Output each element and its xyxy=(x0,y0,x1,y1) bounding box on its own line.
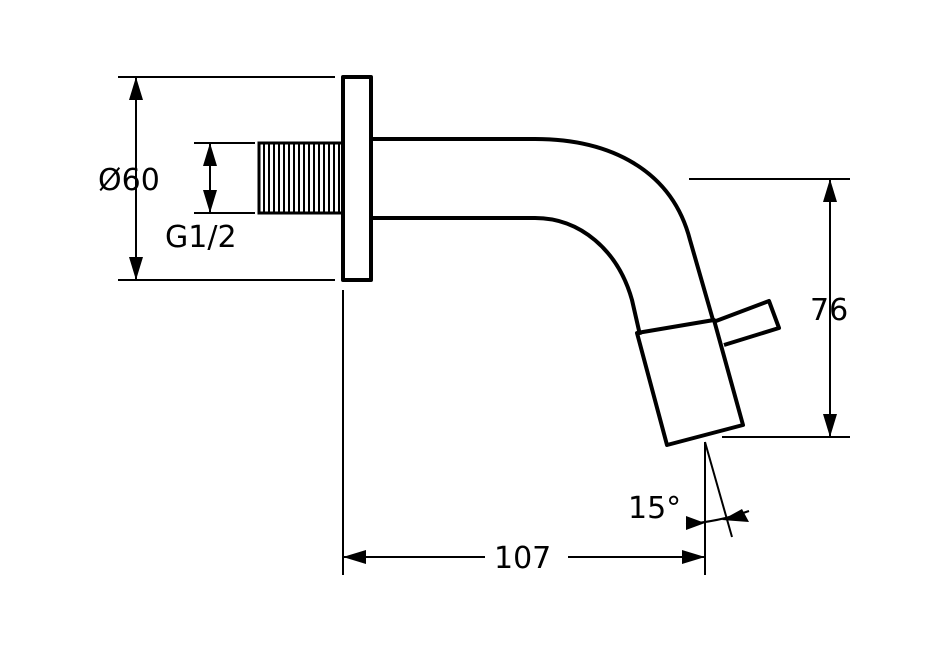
lever-handle xyxy=(715,299,781,347)
wall-flange xyxy=(341,75,373,282)
thread-dimension xyxy=(203,143,217,213)
angle-label: 15° xyxy=(628,491,681,526)
projection-dimension xyxy=(343,550,705,564)
threaded-connector xyxy=(257,141,345,215)
flange-diameter-label: Ø60 xyxy=(98,163,160,198)
projection-label: 107 xyxy=(494,541,551,576)
angle-dimension xyxy=(685,441,750,538)
thread-label: G1/2 xyxy=(165,220,237,255)
height-dimension xyxy=(823,179,837,437)
height-label: 76 xyxy=(810,293,848,328)
extension-lines xyxy=(118,76,850,575)
flange-diameter-dimension xyxy=(129,77,143,280)
spout-outlet xyxy=(635,318,745,447)
spout-body xyxy=(371,137,715,336)
